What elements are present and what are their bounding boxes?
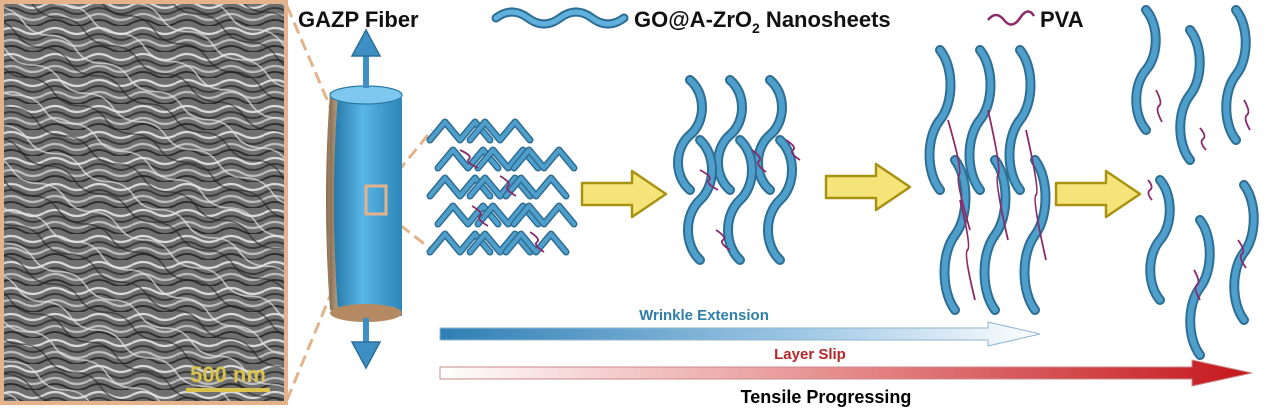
wrinkle-extension-label: Wrinkle Extension	[639, 307, 769, 324]
nanosheet	[1175, 25, 1205, 165]
nanosheet	[683, 135, 717, 265]
legend-pva-swatch	[987, 10, 1036, 26]
nanosheet	[510, 202, 578, 228]
layer-slip-label: Layer Slip	[774, 346, 846, 363]
stage-layer-slipping	[924, 45, 1051, 315]
sem-image-panel: 500 nm	[0, 0, 288, 405]
wrinkle-extension-arrow	[439, 321, 1041, 347]
legend: GO@A-ZrO2 Nanosheets PVA	[491, 7, 1084, 36]
nanosheet	[510, 146, 578, 172]
nanosheet	[502, 230, 570, 256]
pva-chain	[715, 229, 731, 251]
nanosheet	[466, 118, 534, 144]
sem-texture-overlay	[4, 4, 284, 401]
process-arrow-2	[824, 162, 912, 212]
fiber-top-face	[329, 85, 403, 105]
pva-chain	[471, 205, 489, 227]
nanosheet	[713, 75, 747, 195]
process-arrow-3	[1054, 169, 1142, 219]
stage-fractured	[1131, 5, 1259, 360]
fiber-bottom-face	[330, 304, 402, 322]
pva-chain	[751, 149, 767, 173]
nanosheet	[964, 45, 996, 195]
legend-pva-label: PVA	[1040, 7, 1084, 32]
legend-nanosheets-label: GO@A-ZrO2 Nanosheets	[634, 7, 891, 36]
pva-chain	[499, 175, 517, 197]
nanosheet	[502, 174, 570, 200]
nanosheet	[723, 135, 757, 265]
fiber-arrow-down-head	[350, 341, 382, 370]
nanosheet	[1019, 155, 1051, 315]
pva-chain	[1193, 269, 1201, 301]
fiber-arrow-up-head	[350, 28, 382, 57]
nanosheet	[1131, 5, 1161, 135]
stage-initial-wrinkled	[426, 118, 578, 256]
nanosheet	[924, 45, 956, 195]
pva-chain	[529, 231, 545, 253]
process-arrows	[580, 162, 1142, 219]
pva-chain	[1025, 129, 1047, 261]
pva-chain	[1237, 239, 1247, 269]
stage-wrinkle-extended	[673, 75, 801, 265]
nanosheet	[939, 155, 971, 315]
gazp-fiber: GAZP Fiber	[298, 7, 419, 370]
fiber-title: GAZP Fiber	[298, 7, 419, 32]
nanosheet	[1004, 45, 1036, 195]
pva-chain	[1155, 89, 1163, 123]
pva-chain	[699, 169, 719, 191]
pva-chain	[1147, 179, 1153, 201]
pva-chain	[947, 119, 971, 231]
pva-chain	[459, 149, 479, 169]
scale-bar-label: 500 nm	[190, 362, 266, 387]
nanosheet	[979, 155, 1011, 315]
pva-chain	[1243, 99, 1251, 131]
nanosheet	[1221, 5, 1251, 145]
nanosheet	[673, 75, 707, 195]
fiber-zoom-box	[364, 184, 388, 216]
pva-chain	[1199, 127, 1207, 151]
nanosheet	[753, 75, 787, 195]
pva-chain	[785, 139, 801, 161]
pva-chain	[987, 109, 1009, 241]
nanosheet	[1185, 215, 1215, 360]
nanosheet	[1145, 175, 1175, 305]
pva-chain	[959, 199, 976, 301]
tensile-progressing-label: Tensile Progressing	[741, 387, 912, 407]
progress-indicators: Wrinkle Extension Layer Slip Tensile Pro…	[439, 307, 1253, 407]
process-arrow-1	[580, 169, 668, 219]
nanosheet	[763, 135, 797, 265]
layer-slip-arrow	[439, 359, 1253, 387]
